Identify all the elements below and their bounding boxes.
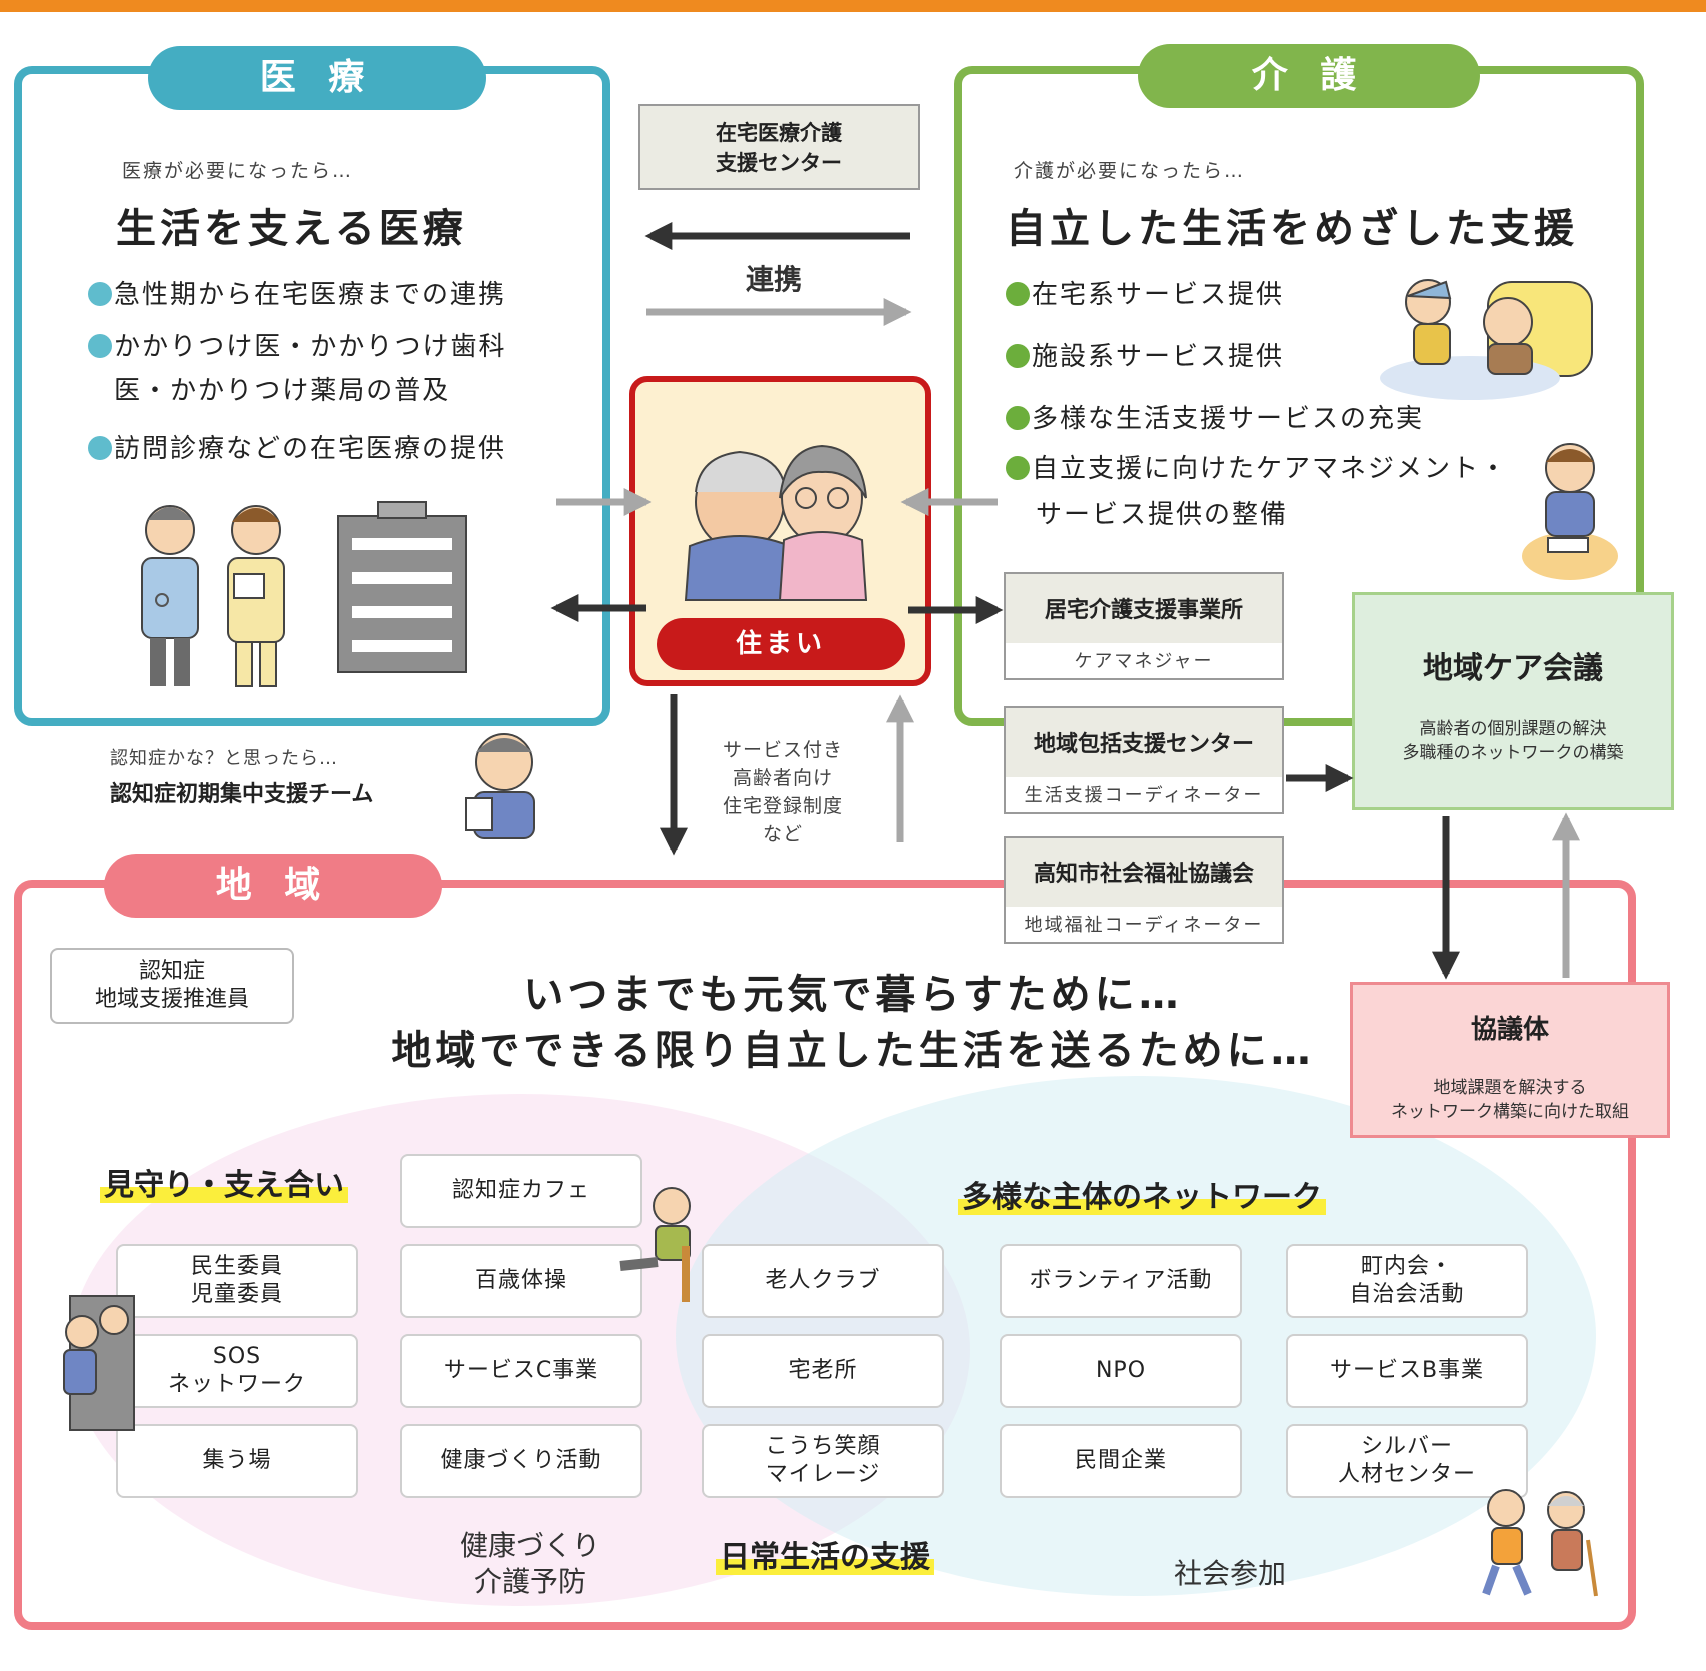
- meeting-title: 地域ケア会議: [1423, 651, 1603, 686]
- activity-card-health-activities: 健康づくり活動: [400, 1424, 642, 1498]
- seated-elder-icon: [619, 1187, 691, 1302]
- care-bullet-4: 自立支援に向けたケアマネジメント・: [1006, 448, 1508, 485]
- housing-services-note: サービス付き 高齢者向け 住宅登録制度 など: [708, 736, 858, 848]
- care-bullet-3: 多様な生活支援サービスの充実: [1006, 398, 1424, 435]
- promoter-line-2: 地域支援推進員: [94, 987, 249, 1012]
- care-bullet-2-text: 施設系サービス提供: [1032, 342, 1285, 372]
- care-bullet-4-cont: サービス提供の整備: [1036, 500, 1289, 530]
- dementia-lead: 認知症かな？と思ったら…: [110, 748, 338, 769]
- activity-card-neighborhood-assoc: 町内会・自治会活動: [1286, 1244, 1528, 1318]
- center-line-1: 在宅医療介護: [716, 121, 842, 145]
- hospital-icon: [337, 501, 467, 673]
- activity-card-smile-mileage: こうち笑顔マイレージ: [702, 1424, 944, 1498]
- link-label: 連携: [746, 263, 803, 296]
- home-care-support-center-box: 在宅医療介護 支援センター: [638, 104, 920, 190]
- care-manager-icon: [1522, 443, 1618, 580]
- nurse-icon: [227, 505, 285, 687]
- activity-card-gathering-place: 集う場: [116, 1424, 358, 1498]
- care-bullet-1: 在宅系サービス提供: [1006, 274, 1284, 311]
- medical-bullet-1-text: 急性期から在宅医療までの連携: [114, 280, 507, 310]
- org-sub: 地域福祉コーディネーター: [1024, 915, 1264, 937]
- medical-bullet-2: かかりつけ医・かかりつけ歯科: [88, 326, 507, 363]
- promoter-line-1: 認知症: [138, 959, 205, 984]
- org-sub: ケアマネジャー: [1074, 651, 1214, 673]
- medical-lead: 医療が必要になったら…: [122, 160, 354, 182]
- care-tag: 介 護: [1138, 44, 1480, 108]
- org-box-care-support: 居宅介護支援事業所 ケアマネジャー: [1004, 572, 1284, 680]
- org-title: 高知市社会福祉協議会: [1006, 838, 1282, 907]
- slogan-line-1: いつまでも元気で暮らすために…: [523, 972, 1183, 1018]
- org-box-community-support: 地域包括支援センター 生活支援コーディネーター: [1004, 706, 1284, 814]
- care-bullet-1-text: 在宅系サービス提供: [1032, 280, 1285, 310]
- medical-tag: 医 療: [148, 46, 486, 110]
- social-participation-label: 社会参加: [1173, 1557, 1286, 1590]
- dementia-team: 認知症初期集中支援チーム: [110, 782, 374, 807]
- activity-card-private-companies: 民間企業: [1000, 1424, 1242, 1498]
- org-title: 地域包括支援センター: [1006, 708, 1282, 777]
- activity-card-volunteer: ボランティア活動: [1000, 1244, 1242, 1318]
- medical-bullet-3: 訪問診療などの在宅医療の提供: [88, 428, 506, 465]
- services-note-line-1: サービス付き: [722, 739, 843, 761]
- services-note-line-2: 高齢者向け: [732, 767, 833, 789]
- caregiver-with-elder-icon: [1380, 279, 1593, 400]
- daily-support-label: 日常生活の支援: [716, 1532, 934, 1576]
- medical-bullet-3-text: 訪問診療などの在宅医療の提供: [114, 434, 507, 464]
- community-care-meeting-box: 地域ケア会議 高齢者の個別課題の解決 多職種のネットワークの構築: [1352, 592, 1674, 810]
- care-bullet-2: 施設系サービス提供: [1006, 336, 1284, 373]
- top-accent-bar: [0, 0, 1706, 12]
- activity-card-welfare-commissioner: 民生委員児童委員: [116, 1244, 358, 1318]
- dementia-promoter-box: 認知症 地域支援推進員: [50, 948, 294, 1024]
- care-bullet-3-text: 多様な生活支援サービスの充実: [1032, 404, 1425, 434]
- housing-box: 住まい: [629, 376, 931, 686]
- council-title: 協議体: [1470, 1015, 1549, 1045]
- door-visit-icon: [63, 1295, 135, 1431]
- medical-headline: 生活を支える医療: [116, 206, 467, 252]
- care-bullet-4-text: 自立支援に向けたケアマネジメント・: [1032, 454, 1509, 484]
- council-line-2: ネットワーク構築に向けた取組: [1391, 1102, 1629, 1122]
- elderly-couple-icon: [684, 444, 868, 601]
- activity-card-silver-center: シルバー人材センター: [1286, 1424, 1528, 1498]
- care-headline: 自立した生活をめざした支援: [1006, 206, 1578, 252]
- health-care-prevention-label: 健康づくり 介護予防: [459, 1529, 600, 1598]
- network-label: 多様な主体のネットワーク: [958, 1172, 1326, 1216]
- org-title: 居宅介護支援事業所: [1006, 574, 1282, 643]
- services-note-line-3: 住宅登録制度: [722, 795, 843, 817]
- activity-card-npo: NPO: [1000, 1334, 1242, 1408]
- watch-support-label: 見守り・支え合い: [100, 1160, 348, 1204]
- doctor-icon: [141, 505, 199, 686]
- activity-card-takurosho: 宅老所: [702, 1334, 944, 1408]
- meeting-line-1: 高齢者の個別課題の解決: [1419, 719, 1607, 739]
- medical-bullet-1: 急性期から在宅医療までの連携: [88, 274, 506, 311]
- center-line-2: 支援センター: [716, 151, 842, 175]
- activity-card-dementia-cafe: 認知症カフェ: [400, 1154, 642, 1228]
- council-box: 協議体 地域課題を解決する ネットワーク構築に向けた取組: [1350, 982, 1670, 1138]
- community-tag: 地 域: [104, 854, 442, 918]
- walking-elder-with-child-icon: [1482, 1489, 1598, 1597]
- activity-card-centenarian-exercise: 百歳体操: [400, 1244, 642, 1318]
- activity-card-service-c: サービスC事業: [400, 1334, 642, 1408]
- org-sub: 生活支援コーディネーター: [1024, 785, 1264, 807]
- activity-card-seniors-club: 老人クラブ: [702, 1244, 944, 1318]
- org-box-social-welfare: 高知市社会福祉協議会 地域福祉コーディネーター: [1004, 836, 1284, 944]
- care-lead: 介護が必要になったら…: [1014, 160, 1246, 182]
- support-worker-icon: [465, 733, 535, 839]
- medical-bullet-2-cont: 医・かかりつけ薬局の普及: [114, 376, 451, 406]
- medical-bullet-2-text: かかりつけ医・かかりつけ歯科: [114, 332, 507, 362]
- medical-panel: [14, 66, 610, 726]
- slogan-line-2: 地域でできる限り自立した生活を送るために…: [391, 1028, 1315, 1074]
- meeting-line-2: 多職種のネットワークの構築: [1402, 743, 1624, 763]
- council-line-1: 地域課題を解決する: [1433, 1078, 1587, 1098]
- activity-card-service-b: サービスB事業: [1286, 1334, 1528, 1408]
- services-note-line-4: など: [762, 823, 803, 845]
- housing-label: 住まい: [657, 618, 905, 670]
